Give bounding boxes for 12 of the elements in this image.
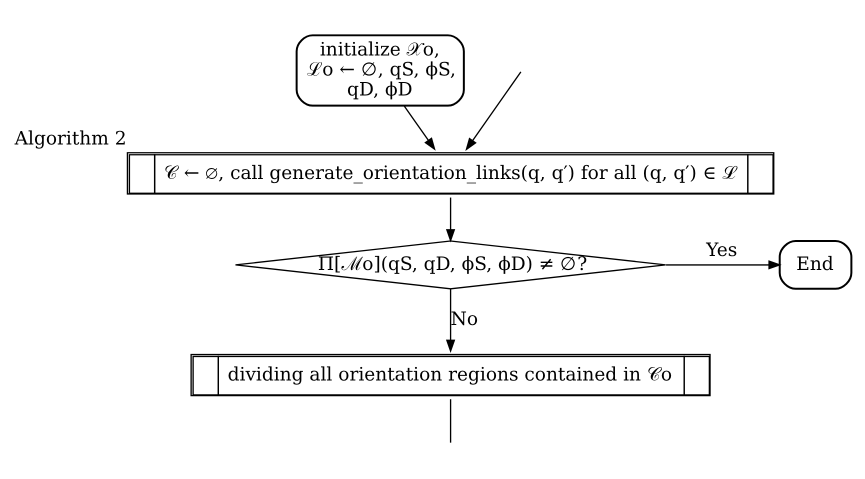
arrow [464,71,521,152]
arrow [445,289,455,353]
arrow [403,105,436,151]
arrow [666,260,782,270]
edge-label: No [450,308,478,330]
edge-label: Yes [706,240,737,261]
arrow [445,198,455,242]
connector [449,399,451,443]
node-box: initialize 𝒳o, ℒo ← ∅, qS, ϕS, qD, ϕD [295,34,464,107]
node-diamond: Π[ℳo](qS, qD, ϕS, ϕD) ≠ ∅? [234,240,666,290]
node-box: End [778,240,852,290]
node-label: Algorithm 2 [14,128,126,150]
